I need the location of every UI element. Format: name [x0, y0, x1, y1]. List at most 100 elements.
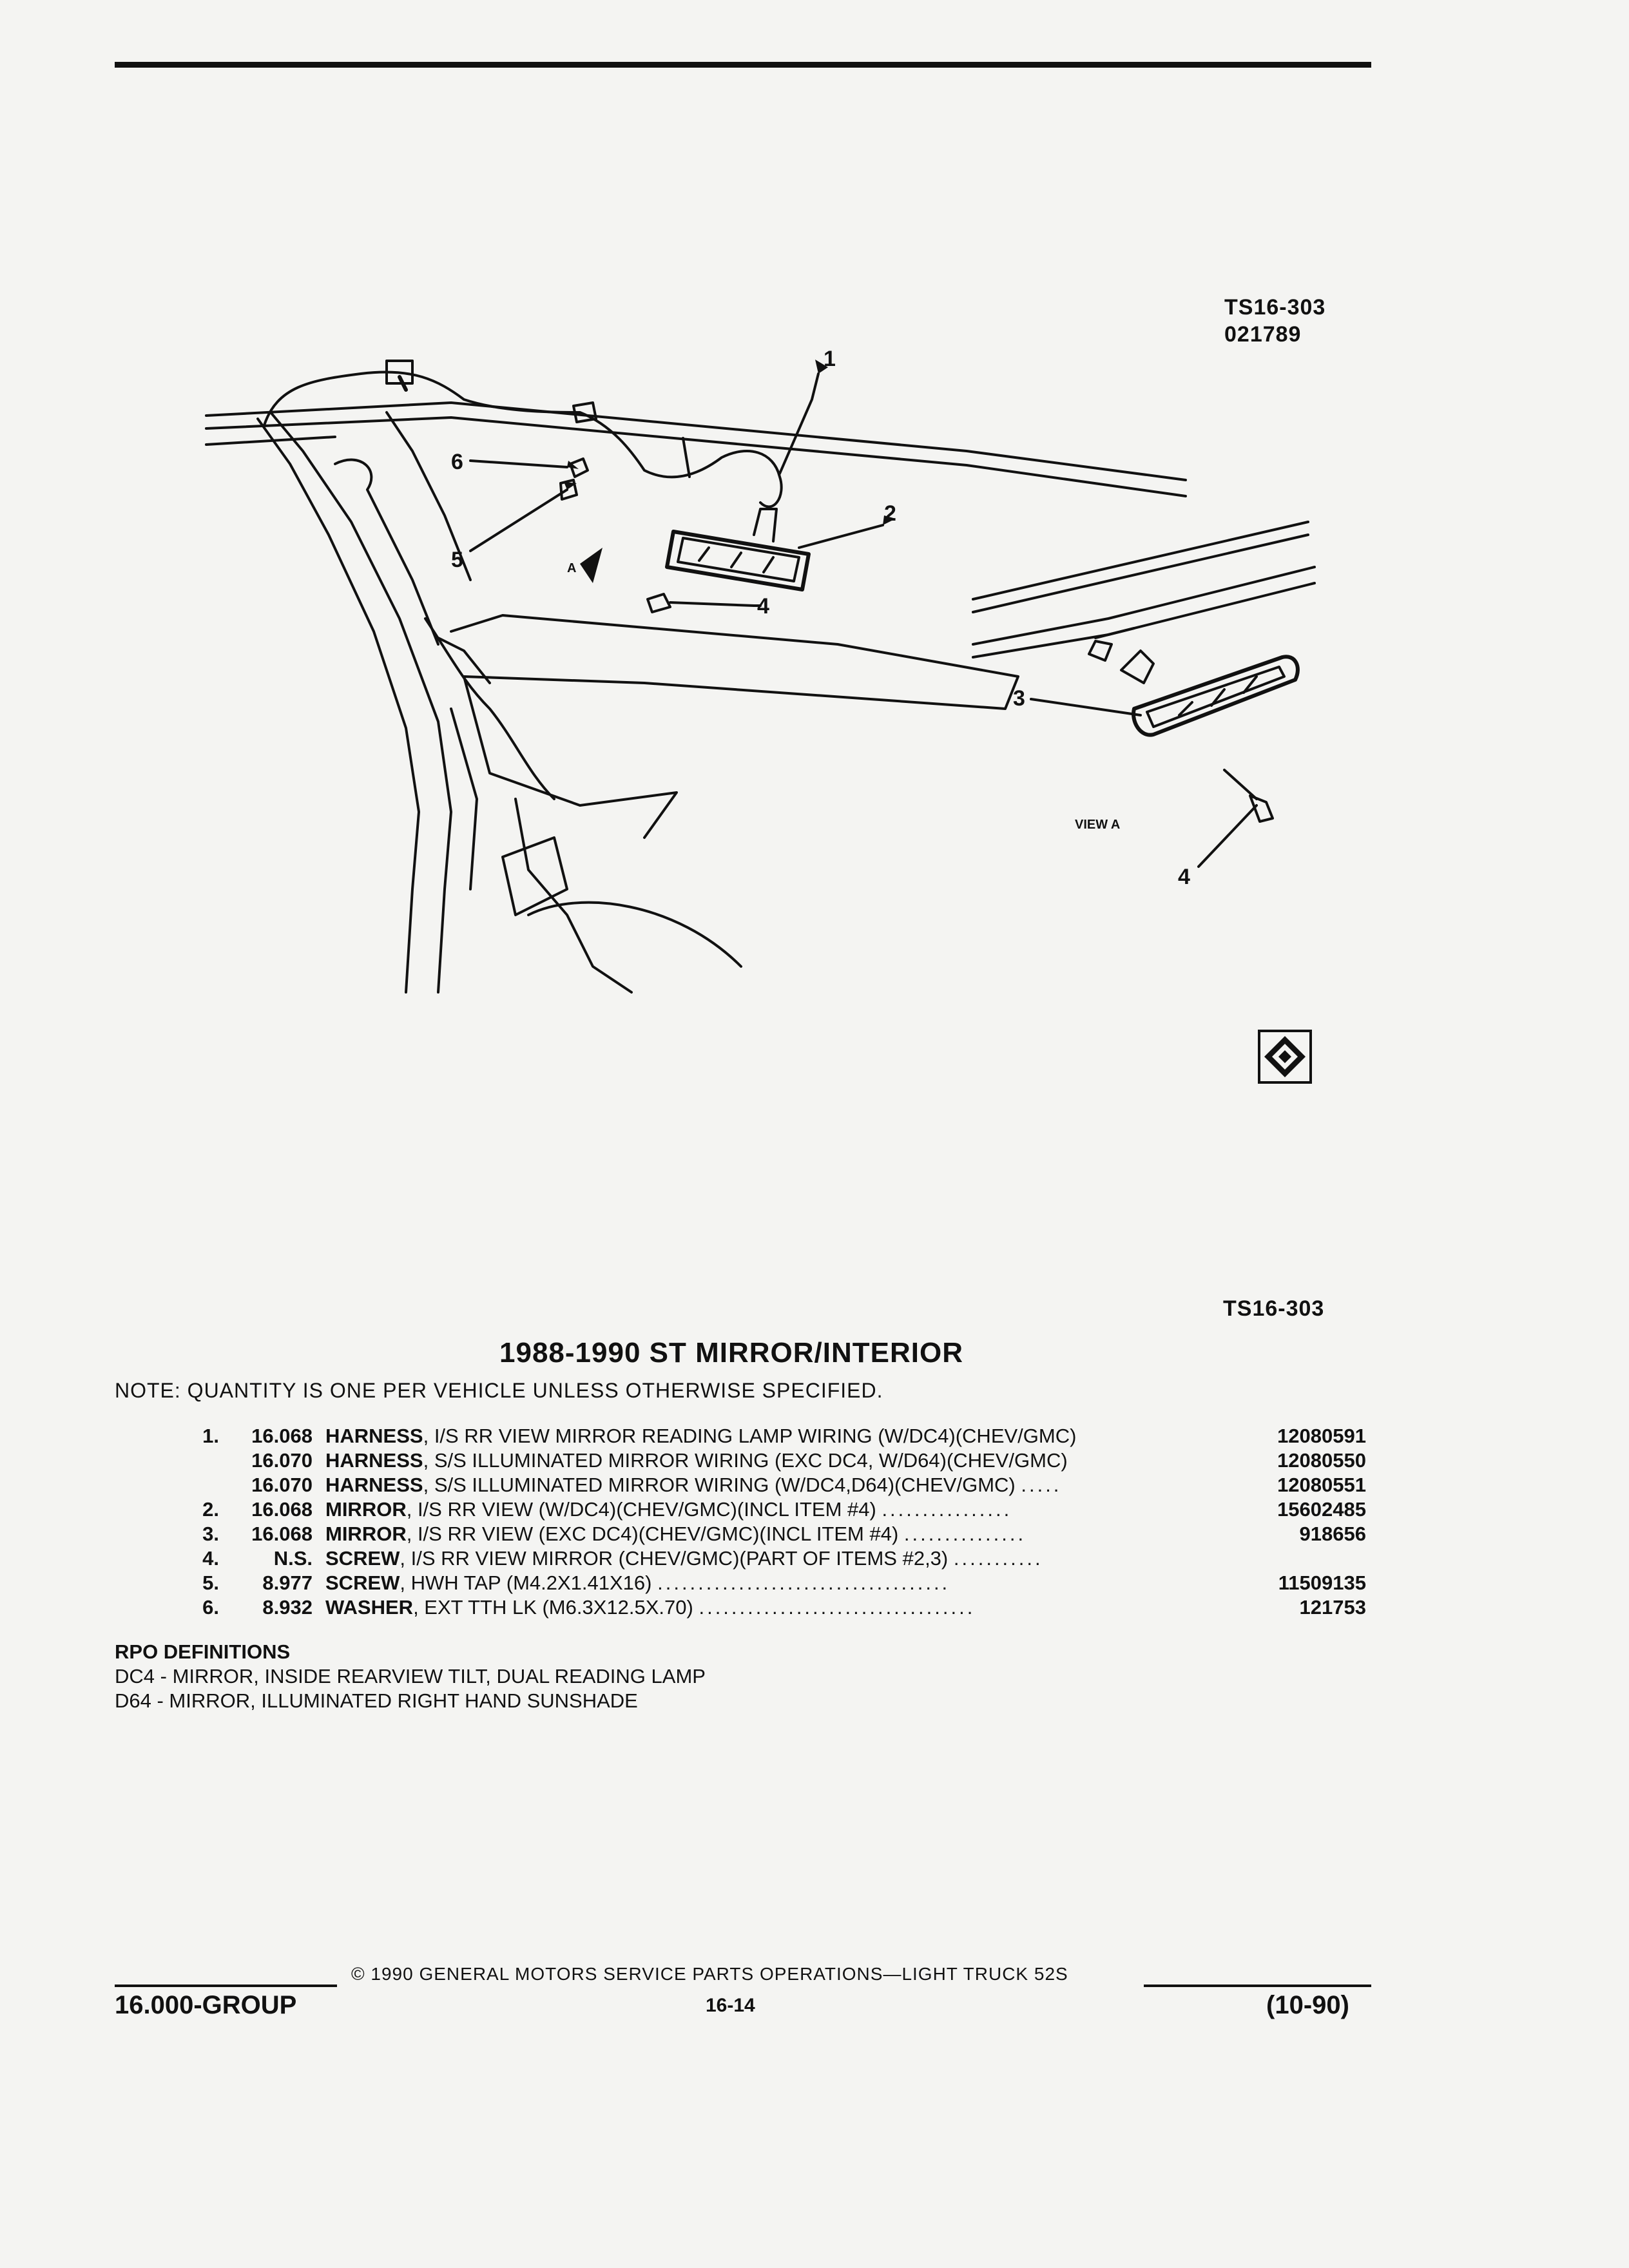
part-number: 918656	[1299, 1523, 1366, 1545]
part-name: HARNESS	[325, 1474, 423, 1496]
roof-header-line	[205, 401, 1187, 481]
part-leader-dots: ...............	[903, 1523, 1027, 1545]
callout-5: 5	[451, 548, 463, 572]
part-name: WASHER	[325, 1596, 414, 1619]
part-name: SCREW	[325, 1547, 400, 1570]
part-leader-dots: ....................................	[657, 1571, 950, 1594]
part-number: 12080550	[1277, 1449, 1366, 1472]
part-leader-dots: ..................................	[699, 1596, 976, 1619]
part-description: SCREW, I/S RR VIEW MIRROR (CHEV/GMC)(PAR…	[325, 1546, 1228, 1571]
part-group-number: 8.932	[262, 1596, 313, 1619]
part-leader-dots: ...........	[953, 1547, 1043, 1570]
rearview-mirror	[665, 530, 811, 591]
part-description: HARNESS, S/S ILLUMINATED MIRROR WIRING (…	[325, 1448, 1228, 1473]
rpo-line: DC4 - MIRROR, INSIDE REARVIEW TILT, DUAL…	[115, 1665, 706, 1687]
part-detail: , S/S ILLUMINATED MIRROR WIRING (EXC DC4…	[423, 1449, 1068, 1472]
part-group-number: N.S.	[273, 1547, 313, 1570]
dash-panel	[450, 614, 1019, 710]
rpo-heading: RPO DEFINITIONS	[115, 1640, 291, 1663]
leader-line-4b	[1197, 804, 1258, 868]
part-row: 1. 16.068 HARNESS, I/S RR VIEW MIRROR READ…	[180, 1424, 1366, 1448]
view-arrow-label: A	[567, 561, 576, 575]
part-item-number: 6.	[202, 1596, 219, 1619]
part-name: MIRROR	[325, 1523, 407, 1545]
part-name: HARNESS	[325, 1449, 423, 1472]
footer-group: 16.000-GROUP	[115, 1991, 297, 2019]
leader-line-5	[469, 488, 568, 552]
rpo-definitions: RPO DEFINITIONS DC4 - MIRROR, INSIDE REA…	[115, 1640, 706, 1713]
part-item-number	[180, 1448, 226, 1473]
part-leader-dots: .....	[1021, 1474, 1062, 1496]
part-item-number: 3.	[202, 1523, 219, 1545]
part-group-number: 16.068	[251, 1498, 313, 1521]
part-group-number: 8.977	[262, 1571, 313, 1594]
leader-line-1	[778, 372, 820, 475]
part-item-number: 4.	[202, 1547, 219, 1570]
part-row: 4. N.S. SCREW, I/S RR VIEW MIRROR (CHEV/GM…	[180, 1546, 1366, 1571]
part-item-number: 2.	[202, 1498, 219, 1521]
part-detail: , I/S RR VIEW MIRROR READING LAMP WIRING…	[423, 1425, 1077, 1447]
part-detail: , HWH TAP (M4.2X1.41X16)	[400, 1571, 652, 1594]
part-group-number: 16.070	[251, 1474, 313, 1496]
part-row: 2. 16.068 MIRROR, I/S RR VIEW (W/DC4)(CHEV…	[180, 1497, 1366, 1522]
leader-line-6	[469, 459, 568, 468]
footer-copyright: © 1990 GENERAL MOTORS SERVICE PARTS OPER…	[351, 1964, 1068, 1984]
illustration-code: TS16-303	[1224, 295, 1326, 320]
view-a-arrow	[580, 548, 602, 583]
leader-line-2	[798, 524, 884, 549]
part-detail: , EXT TTH LK (M6.3X12.5X.70)	[413, 1596, 693, 1619]
part-name: MIRROR	[325, 1498, 407, 1521]
callout-4: 4	[757, 594, 769, 619]
a-pillar	[269, 411, 452, 994]
gm-spo-logo	[1258, 1030, 1312, 1084]
callout-3: 3	[1013, 686, 1025, 711]
callout-4-view-a: 4	[1178, 865, 1190, 889]
part-row: 16.070 HARNESS, S/S ILLUMINATED MIRROR WI…	[180, 1473, 1366, 1497]
part-description: HARNESS, I/S RR VIEW MIRROR READING LAMP…	[325, 1424, 1228, 1448]
part-description: MIRROR, I/S RR VIEW (EXC DC4)(CHEV/GMC)(…	[325, 1522, 1228, 1546]
part-description: WASHER, EXT TTH LK (M6.3X12.5X.70) .....…	[325, 1595, 1228, 1620]
logo-diamond-icon	[1264, 1036, 1306, 1077]
callout-6: 6	[451, 450, 463, 474]
part-group-number: 16.070	[251, 1449, 313, 1472]
part-group-number: 16.068	[251, 1425, 313, 1447]
part-detail: , I/S RR VIEW (W/DC4)(CHEV/GMC)(INCL ITE…	[406, 1498, 876, 1521]
part-detail: , I/S RR VIEW MIRROR (CHEV/GMC)(PART OF …	[400, 1547, 949, 1570]
view-a-label: VIEW A	[1075, 818, 1120, 832]
part-item-number	[180, 1473, 226, 1497]
part-number: 12080591	[1277, 1425, 1366, 1447]
part-number	[1228, 1546, 1366, 1571]
part-description: SCREW, HWH TAP (M4.2X1.41X16) ..........…	[325, 1571, 1228, 1595]
part-number: 121753	[1299, 1596, 1366, 1619]
part-leader-dots: ................	[882, 1498, 1012, 1521]
roof-header-line	[205, 416, 1187, 497]
part-number: 11509135	[1278, 1571, 1366, 1594]
callout-2: 2	[884, 501, 896, 526]
illustration-code-bottom: TS16-303	[1223, 1296, 1325, 1321]
callout-1: 1	[824, 347, 836, 371]
footer-rule-left	[115, 1984, 337, 1987]
part-number: 15602485	[1277, 1498, 1366, 1521]
top-rule	[115, 62, 1371, 68]
part-detail: , S/S ILLUMINATED MIRROR WIRING (W/DC4,D…	[423, 1474, 1016, 1496]
footer-rule-right	[1144, 1984, 1371, 1987]
footer-page-number: 16-14	[706, 1995, 755, 2016]
catalog-note: NOTE: QUANTITY IS ONE PER VEHICLE UNLESS…	[115, 1379, 883, 1402]
part-description: MIRROR, I/S RR VIEW (W/DC4)(CHEV/GMC)(IN…	[325, 1497, 1228, 1522]
part-row: 6. 8.932 WASHER, EXT TTH LK (M6.3X12.5X.70…	[180, 1595, 1366, 1620]
catalog-title: 1988-1990 ST MIRROR/INTERIOR	[499, 1337, 963, 1369]
part-description: HARNESS, S/S ILLUMINATED MIRROR WIRING (…	[325, 1473, 1228, 1497]
view-a-mirror	[1132, 655, 1300, 737]
part-name: HARNESS	[325, 1425, 423, 1447]
illustration-date-code: 021789	[1224, 322, 1302, 347]
part-item-number: 1.	[202, 1425, 219, 1447]
part-detail: , I/S RR VIEW (EXC DC4)(CHEV/GMC)(INCL I…	[406, 1523, 899, 1545]
part-row: 16.070 HARNESS, S/S ILLUMINATED MIRROR WI…	[180, 1448, 1366, 1473]
part-name: SCREW	[325, 1571, 400, 1594]
wiring-harness	[263, 370, 783, 508]
mirror-installation-diagram: 1 2 3 4 4 5 6 A VIEW A	[205, 347, 1316, 994]
rpo-line: D64 - MIRROR, ILLUMINATED RIGHT HAND SUN…	[115, 1689, 638, 1712]
